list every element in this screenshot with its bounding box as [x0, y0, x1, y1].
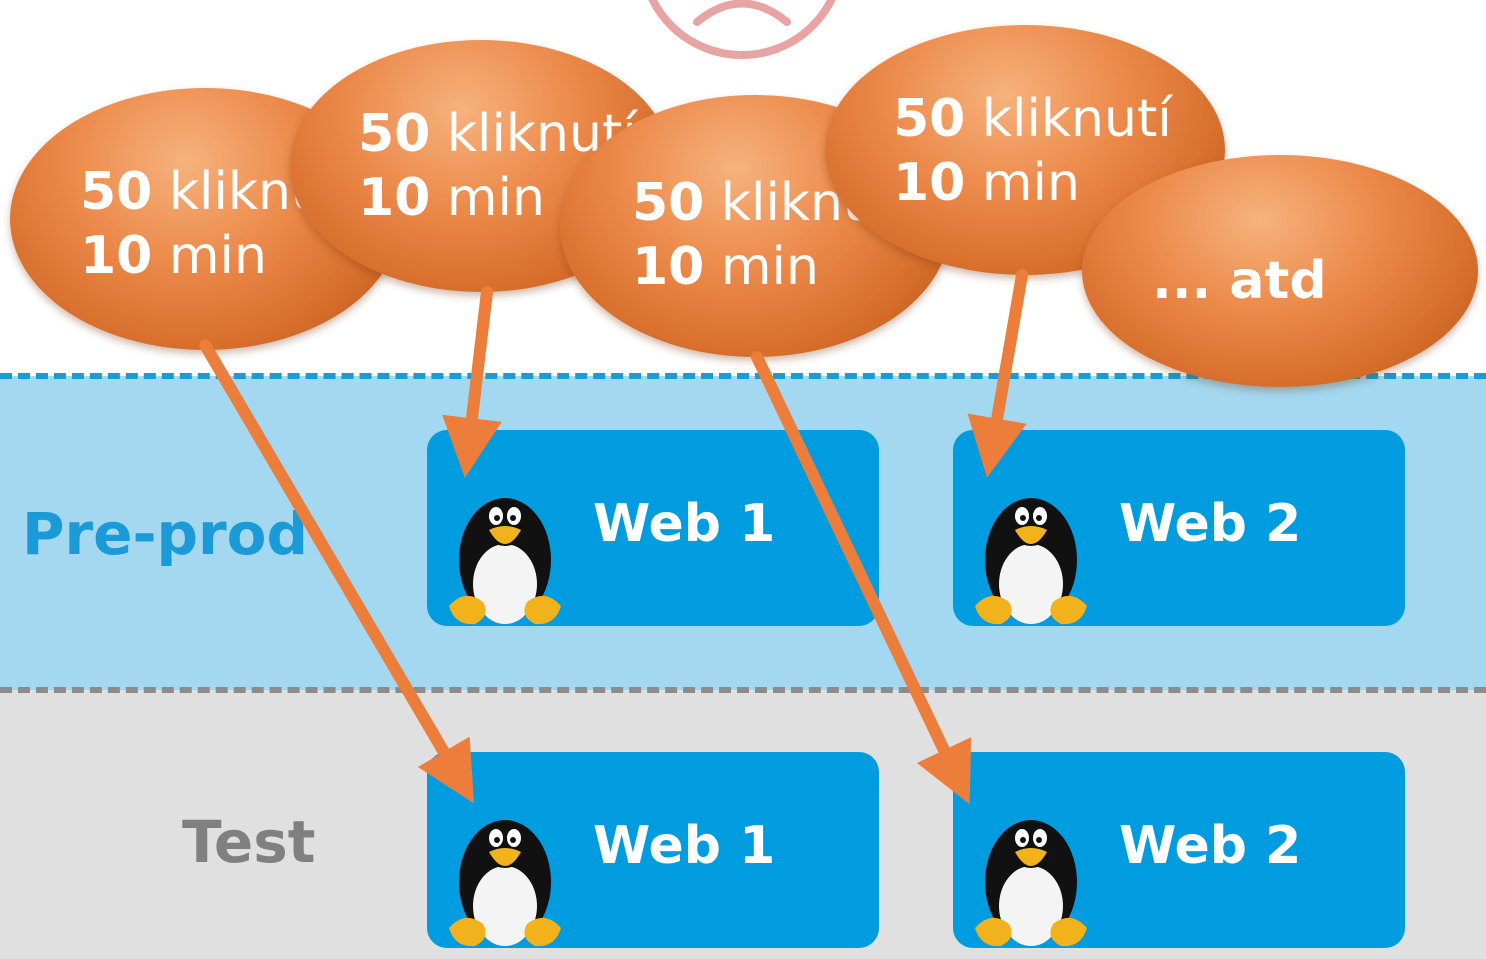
bubble-time: 10 min — [893, 153, 1080, 213]
more-bubble: ... atd — [1082, 155, 1478, 387]
preprod-boundary-line — [0, 373, 1486, 379]
preprod-label: Pre-prod — [22, 500, 309, 568]
test-label: Test — [182, 808, 316, 876]
bubble-clicks: 50 kliknutí — [893, 89, 1172, 149]
test-web2-box: Web 2 — [953, 752, 1405, 948]
server-label: Web 1 — [593, 494, 776, 554]
test-web1-box: Web 1 — [427, 752, 879, 948]
server-label: Web 2 — [1119, 816, 1302, 876]
bubble-time: 10 min — [80, 226, 267, 286]
preprod-web2-box: Web 2 — [953, 430, 1405, 626]
server-label: Web 2 — [1119, 494, 1302, 554]
more-label: ... atd — [1152, 251, 1327, 311]
bubble-time: 10 min — [632, 237, 819, 297]
bubble-time: 10 min — [358, 168, 545, 228]
test-boundary-line — [0, 687, 1486, 693]
server-label: Web 1 — [593, 816, 776, 876]
